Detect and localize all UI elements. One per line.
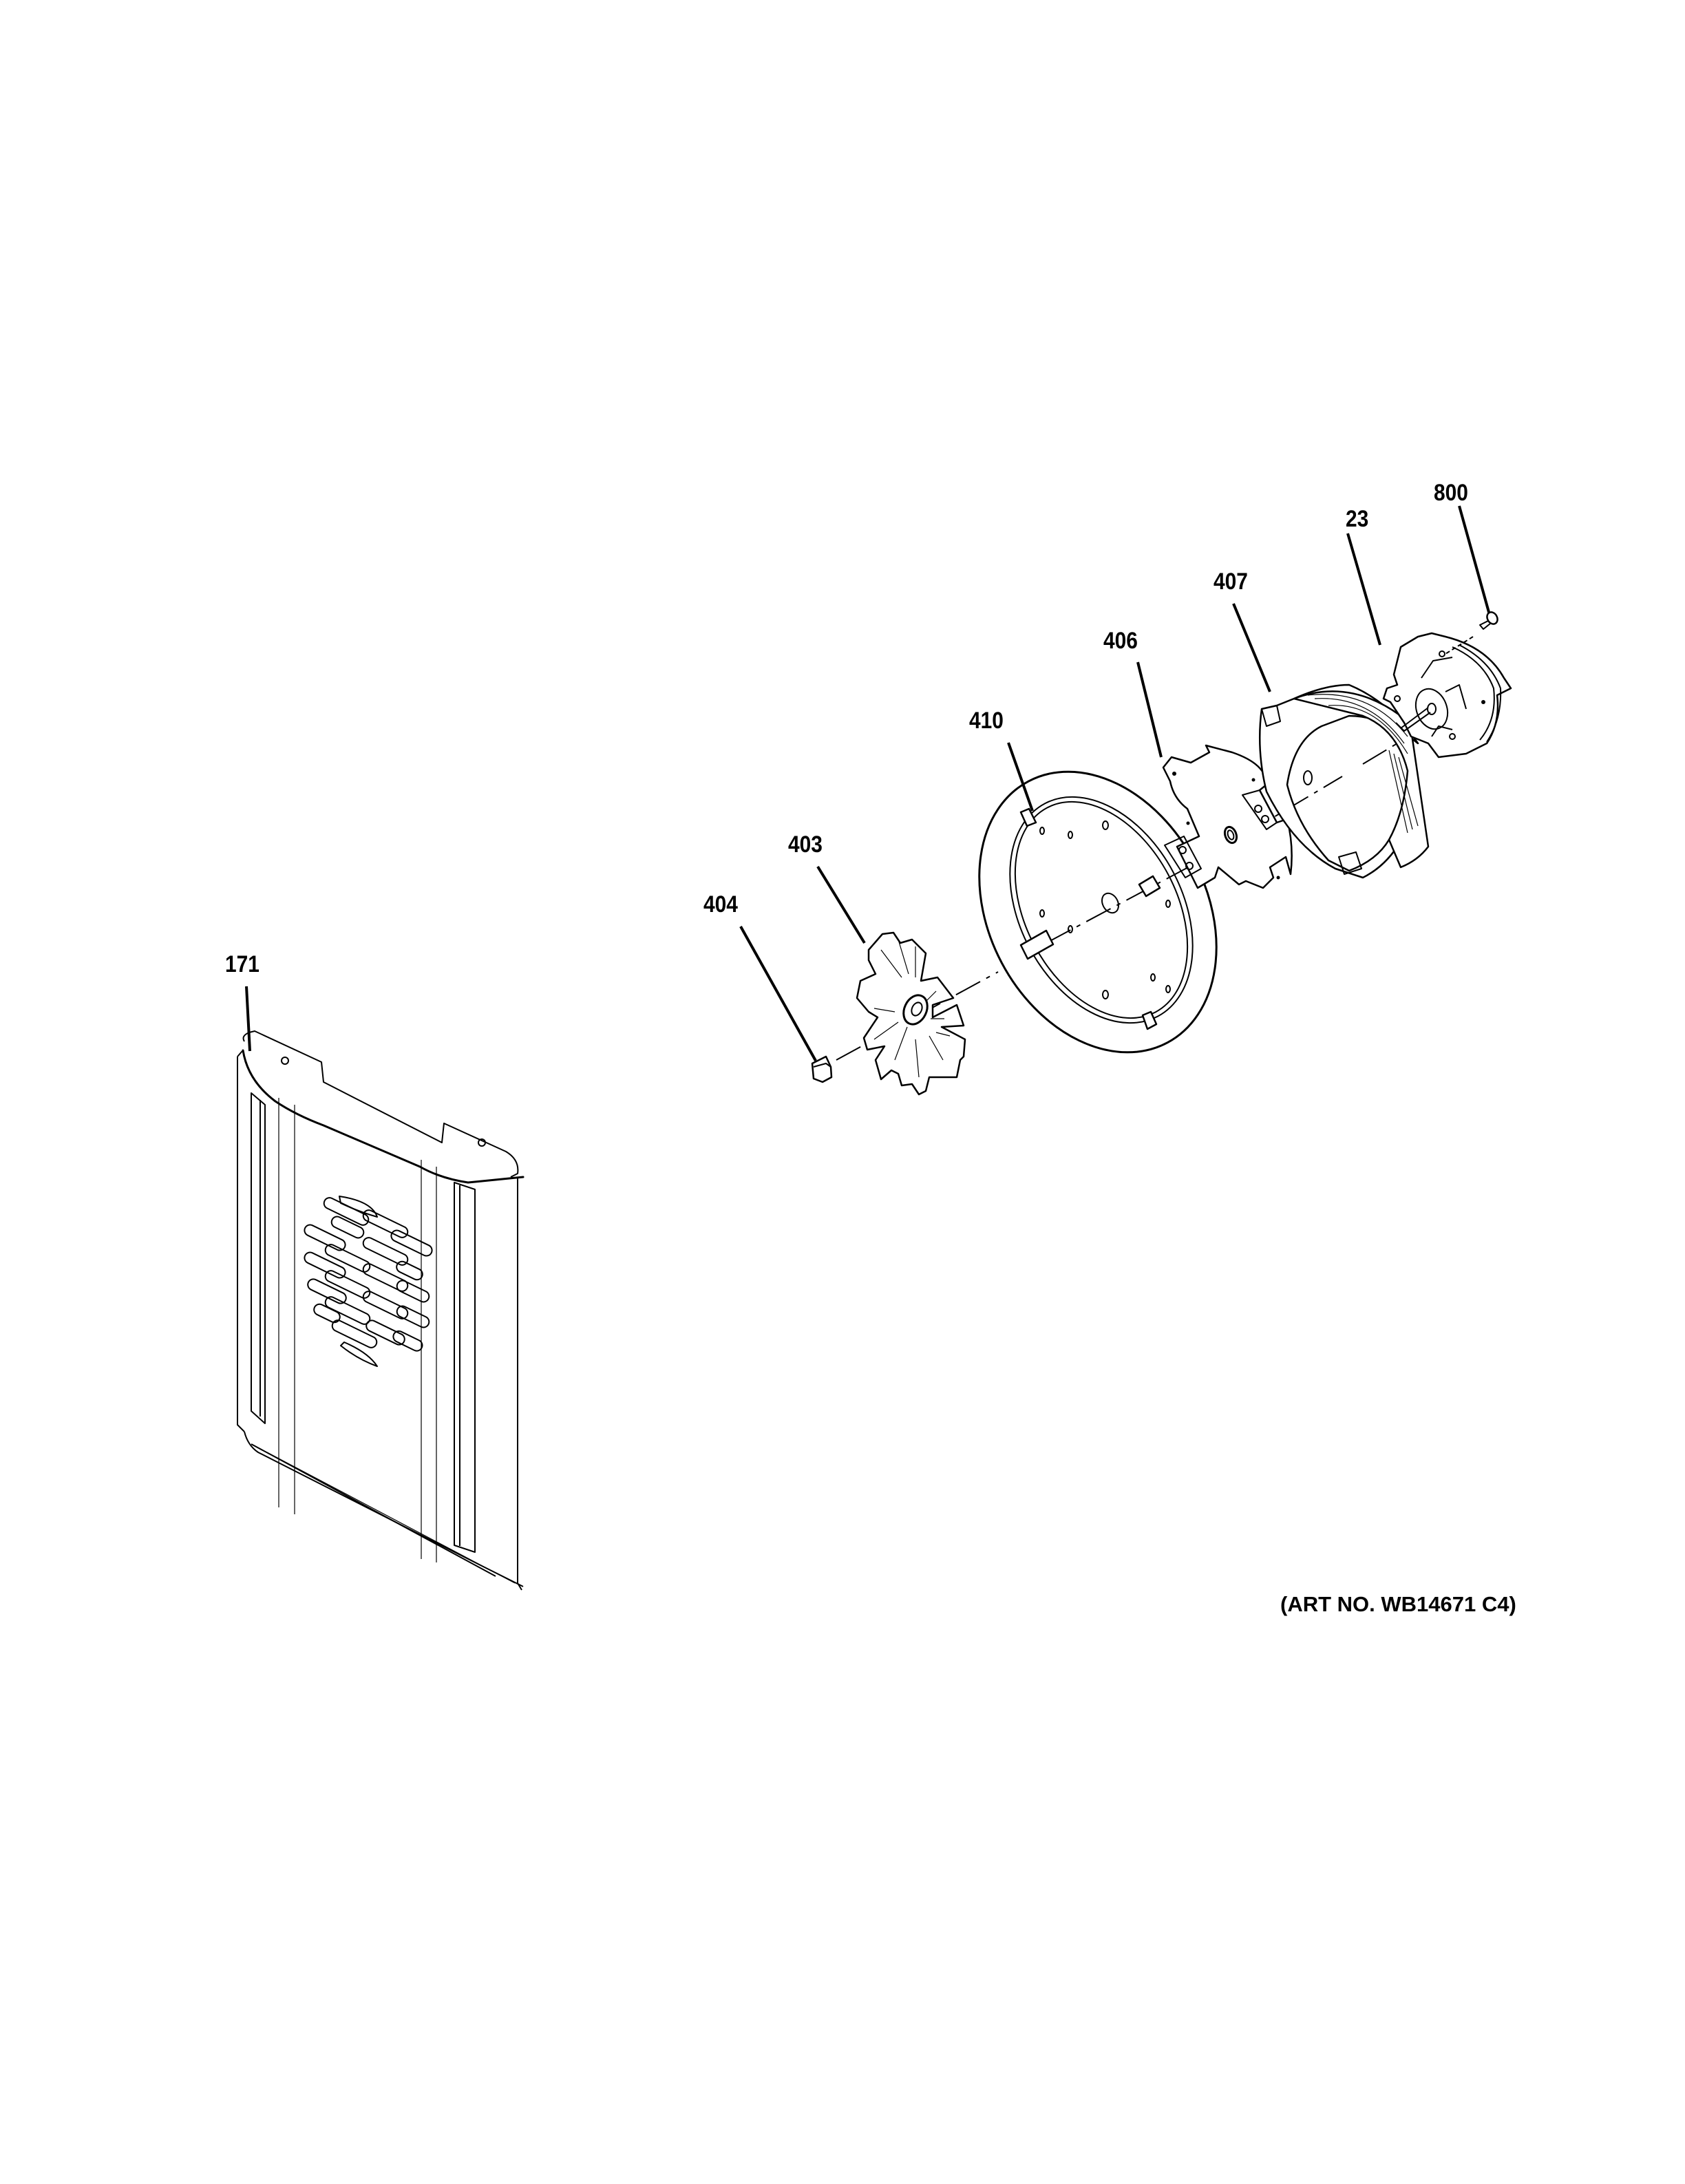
leader-lines [245,505,1491,1061]
nut-drawing [811,1055,833,1083]
art-number-caption: (ART NO. WB14671 C4) [1280,1592,1516,1616]
callout-406: 406 [1103,628,1138,654]
callout-403: 403 [788,831,823,858]
callout-410: 410 [969,708,1004,734]
motor-drawing [1382,632,1512,759]
screw-drawing [1445,611,1498,655]
callout-171: 171 [225,951,259,977]
insulation-drawing [1258,683,1430,879]
callout-404: 404 [703,891,738,918]
fan-blade-drawing [856,931,966,1096]
callout-23: 23 [1346,506,1369,532]
callout-800: 800 [1434,480,1468,506]
motor-bracket-drawing [1162,744,1293,889]
callout-407: 407 [1214,569,1248,595]
rear-panel-cover-drawing [237,1030,524,1591]
vent-grille [304,1196,433,1367]
